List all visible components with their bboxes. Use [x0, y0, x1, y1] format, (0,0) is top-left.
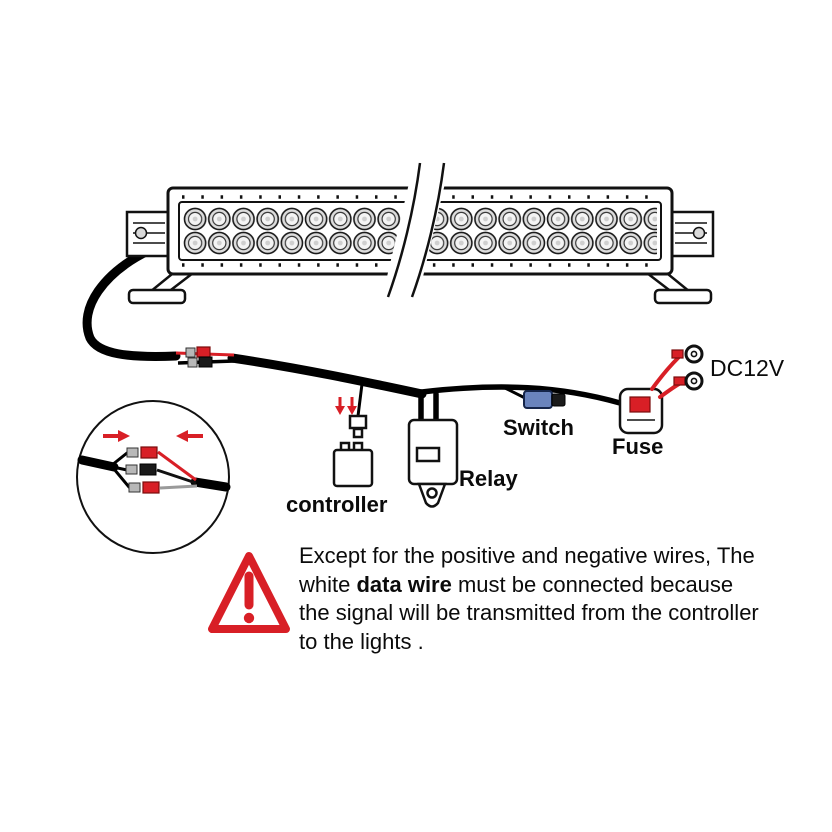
push-together-arrows	[103, 430, 203, 442]
note-line-2-pre: white	[299, 571, 357, 597]
note-line-4: to the lights .	[299, 628, 424, 654]
end-cap-left	[125, 210, 173, 258]
note-text: Except for the positive and negative wir…	[299, 542, 759, 656]
ring-terminals	[684, 344, 704, 391]
note-line-3: the signal will be transmitted from the …	[299, 600, 759, 625]
fuse-holder	[618, 387, 664, 435]
fuse-label: Fuse	[612, 434, 664, 459]
light-bar	[125, 162, 715, 305]
inline-connectors	[175, 346, 235, 368]
connector-detail-inset	[76, 400, 231, 554]
controller-label: controller	[286, 492, 388, 517]
controller-box	[332, 441, 374, 488]
relay-label: Relay	[459, 466, 518, 491]
switch-label: Switch	[503, 415, 574, 440]
note-line-2-post: must be connected because	[451, 571, 734, 597]
controller-plug	[348, 414, 368, 439]
note-line-1: Except for the positive and negative wir…	[299, 543, 755, 568]
plug-direction-arrows	[335, 397, 357, 415]
note-line-2: white data wire must be connected becaus…	[299, 571, 759, 600]
mounting-bracket-left	[127, 268, 201, 305]
data-wire-emphasis: data wire	[356, 571, 452, 597]
dc12v-label: DC12V	[710, 355, 785, 381]
warning-triangle-icon	[208, 552, 290, 633]
switch-connector	[523, 390, 566, 409]
bar-break-icon	[382, 162, 450, 298]
end-cap-right	[667, 210, 715, 258]
harness-wire	[82, 245, 623, 424]
relay-box	[407, 418, 459, 508]
